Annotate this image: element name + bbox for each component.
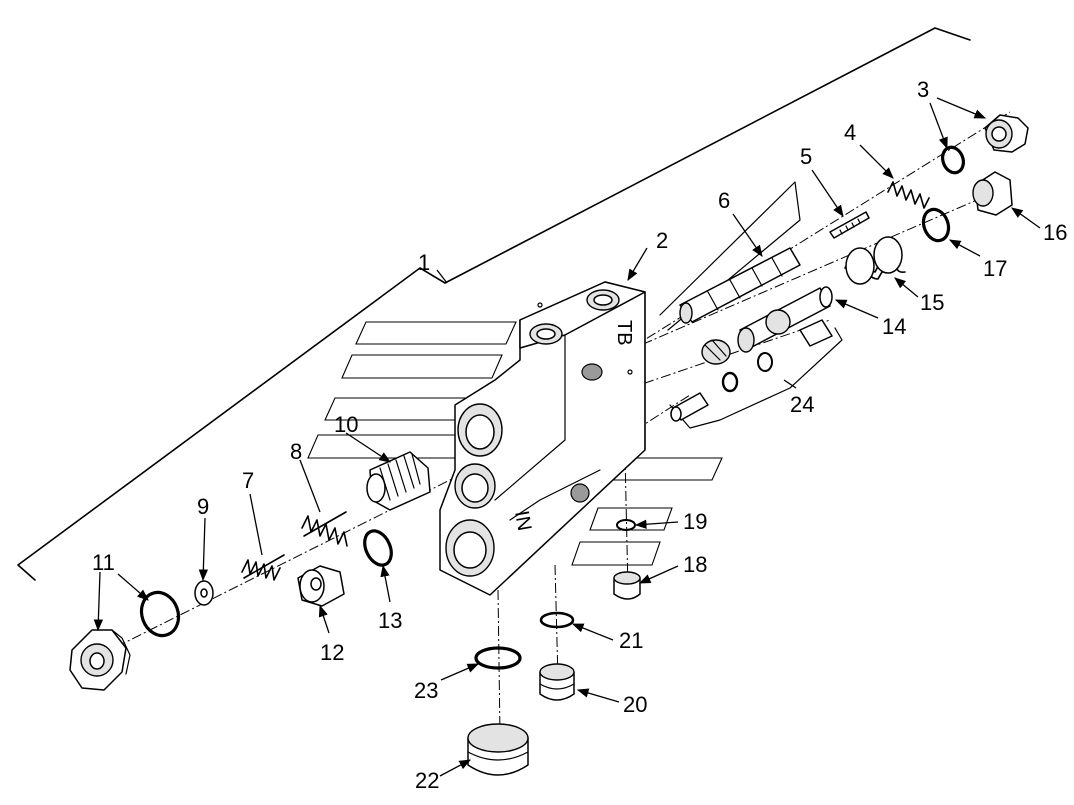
part-22-plug <box>467 723 529 776</box>
seal-group-bracket <box>669 327 843 429</box>
callout-19: 19 <box>683 509 707 534</box>
callout-7: 7 <box>242 468 254 493</box>
callout-3: 3 <box>917 77 929 102</box>
part-3-plug <box>984 114 1029 153</box>
assembly-bracket-pointer <box>419 267 446 284</box>
part-4-spring <box>887 181 930 209</box>
callout-14: 14 <box>882 314 906 339</box>
callout-1: 1 <box>418 250 430 275</box>
part-18-plug <box>613 571 641 600</box>
part-21-oring <box>539 611 575 629</box>
callout-6: 6 <box>718 188 730 213</box>
part-11-oring <box>139 590 181 638</box>
callout-16: 16 <box>1043 220 1067 245</box>
part-7-spring <box>241 554 285 581</box>
part-8-spring <box>301 511 348 547</box>
part-15-spring <box>844 236 906 285</box>
callout-11: 11 <box>92 550 115 575</box>
callout-21: 21 <box>619 628 643 653</box>
callout-12: 12 <box>320 640 344 665</box>
callout-9: 9 <box>197 494 209 519</box>
callout-17: 17 <box>983 256 1007 281</box>
callout-23: 23 <box>414 678 438 703</box>
leader-lines <box>93 97 1041 777</box>
callout-10: 10 <box>334 412 358 437</box>
part-3-oring <box>941 145 965 175</box>
callout-18: 18 <box>683 552 707 577</box>
callout-4: 4 <box>844 120 856 145</box>
callout-24: 24 <box>790 392 814 417</box>
part-19-oring <box>616 519 636 531</box>
spool-group-outline <box>659 181 801 331</box>
callout-13: 13 <box>378 608 402 633</box>
part-9-washer <box>194 580 214 606</box>
body-mark-in: IN <box>510 509 535 533</box>
callout-labels: 1 2 3 4 5 6 7 8 9 10 11 12 13 14 15 16 1… <box>92 77 1067 793</box>
part-12-plug <box>297 565 345 607</box>
part-6-spool <box>679 247 801 324</box>
callout-20: 20 <box>623 692 647 717</box>
callout-22: 22 <box>415 768 439 793</box>
valve-body <box>439 281 646 596</box>
part-17-oring <box>921 207 951 243</box>
callout-15: 15 <box>920 290 944 315</box>
part-16-plug <box>972 171 1013 216</box>
body-mark-tb: TB <box>613 320 635 346</box>
part-23-oring <box>474 646 522 670</box>
part-10-threaded-plug <box>366 451 431 511</box>
part-11-cap-nut <box>69 629 131 691</box>
callout-8: 8 <box>290 439 302 464</box>
callout-5: 5 <box>800 144 812 169</box>
callout-2: 2 <box>656 228 668 253</box>
part-5-pin <box>829 211 870 239</box>
part-20-plug <box>539 663 575 701</box>
part-24-seal-kit <box>670 309 833 422</box>
part-13-oring <box>363 529 393 567</box>
